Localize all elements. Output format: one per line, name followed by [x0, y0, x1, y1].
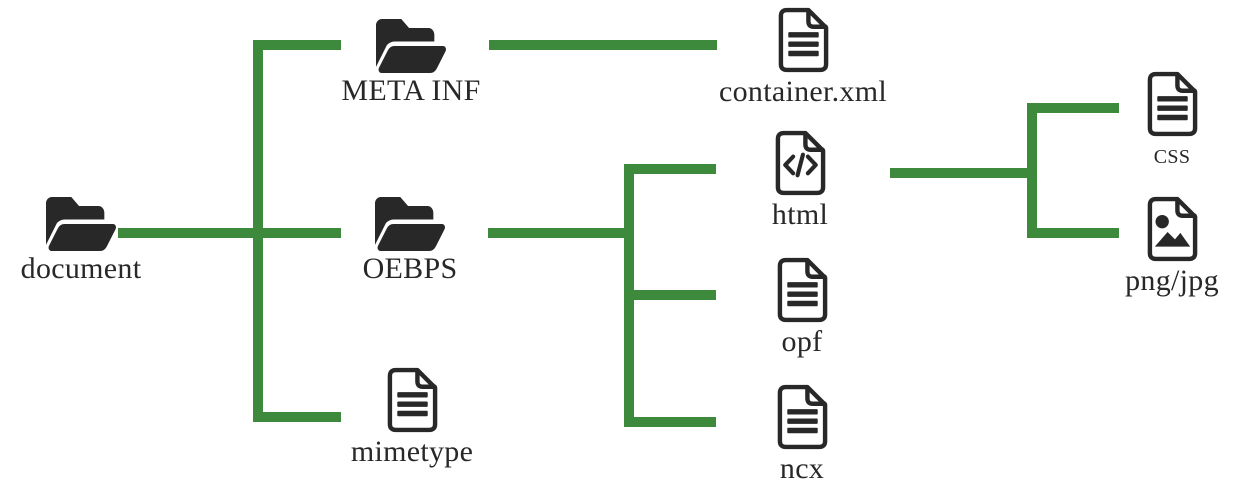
node-label: opf: [781, 325, 823, 358]
node-document: document: [11, 197, 151, 285]
node-meta-inf: META INF: [336, 19, 486, 107]
connector-document-to-trunk: [118, 228, 341, 238]
node-png-jpg: png/jpg: [1082, 195, 1248, 297]
connector-oebps-to-trunk2: [488, 228, 634, 238]
node-label: document: [20, 252, 142, 285]
node-ncx: ncx: [712, 383, 892, 480]
file-image-icon: [1147, 196, 1197, 262]
file-text-icon: [778, 7, 828, 73]
connector-oebps-trunk: [624, 164, 634, 427]
connector-branch-opf: [634, 290, 716, 300]
node-label: html: [771, 198, 829, 231]
node-oebps: OEBPS: [335, 197, 485, 285]
node-label: META INF: [341, 74, 481, 107]
folder-open-icon: [46, 197, 116, 251]
connector-branch-metainf: [263, 40, 341, 50]
node-opf: opf: [712, 256, 892, 358]
file-text-icon: [777, 257, 827, 323]
node-mimetype: mimetype: [337, 366, 487, 468]
node-label: mimetype: [350, 435, 474, 468]
connector-html-to-trunk3: [890, 168, 1027, 178]
file-text-icon: [387, 367, 437, 433]
file-text-icon: [1147, 71, 1197, 137]
node-css: css: [1082, 70, 1248, 169]
folder-open-icon: [376, 19, 446, 73]
node-label: OEBPS: [362, 252, 458, 285]
file-text-icon: [777, 384, 827, 450]
connector-html-trunk: [1027, 103, 1037, 238]
file-code-icon: [775, 130, 825, 196]
connector-metainf-to-container: [489, 40, 717, 50]
node-label: css: [1153, 139, 1191, 170]
node-label: ncx: [779, 452, 825, 480]
connector-branch-css: [1037, 103, 1119, 113]
connector-branch-mimetype: [263, 412, 341, 422]
node-label: container.xml: [718, 75, 888, 108]
connector-branch-png: [1037, 228, 1119, 238]
node-label: png/jpg: [1125, 264, 1219, 297]
connector-main-trunk: [253, 40, 263, 422]
connector-branch-html: [634, 164, 716, 174]
node-container-xml: container.xml: [713, 6, 893, 108]
folder-open-icon: [375, 197, 445, 251]
connector-branch-ncx: [634, 417, 716, 427]
node-html: html: [710, 129, 890, 231]
